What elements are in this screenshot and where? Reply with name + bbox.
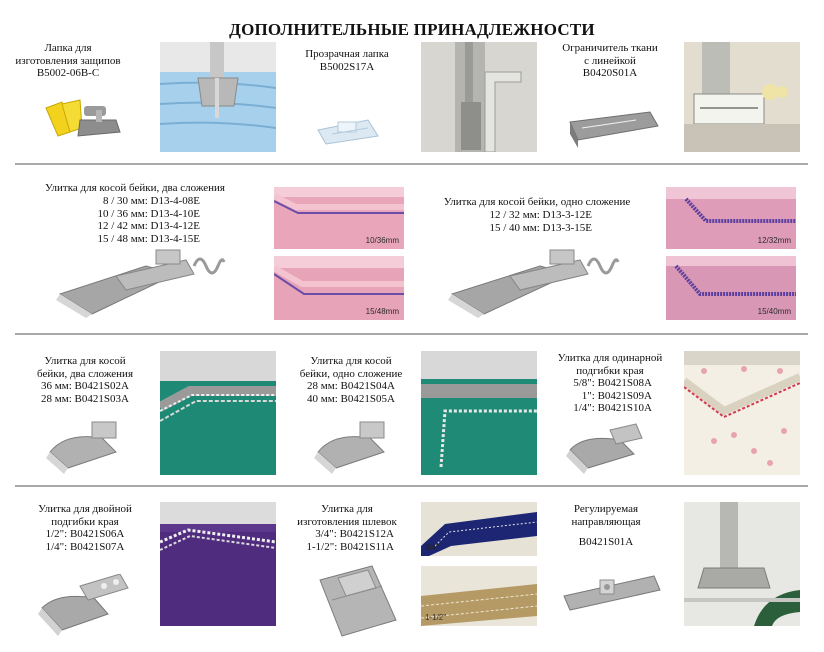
bias-single-d13-product-image: [448, 244, 622, 320]
section-divider: [15, 333, 808, 335]
bias-single-d13-codes: 12 / 32 мм: D13-3-12E 15 / 40 мм: D13-3-…: [450, 209, 592, 234]
zipper-foot-label: Лапка для изготовления защипов B5002-06B…: [8, 42, 128, 80]
belt-loop-photo-1-1-2: 1-1/2": [421, 566, 537, 626]
label-line: 15 / 48 мм: D13-4-15E: [97, 232, 200, 245]
label-line: Улитка для двойной: [38, 503, 132, 515]
label-line: Улитка для: [321, 503, 373, 515]
belt-loop-photo-3-4: 3/4": [421, 502, 537, 556]
label-line: Регулируемая: [573, 503, 639, 515]
bias-single-b0421-product-image: [314, 418, 398, 476]
label-line: 1/4": B0421S10A: [573, 402, 652, 414]
belt-loop-product-image: [312, 560, 404, 640]
bias-single-d13-photo-12-32: 12/32mm: [666, 187, 796, 249]
page-title: ДОПОЛНИТЕЛЬНЫЕ ПРИНАДЛЕЖНОСТИ: [229, 20, 595, 39]
label-line: 40 мм: B0421S05A: [307, 392, 395, 405]
label-line: 1-1/2": B0421S11A: [306, 540, 394, 553]
label-line: изготовления шлевок: [297, 515, 397, 528]
double-hem-product-image: [36, 574, 132, 638]
label-line: 28 мм: B0421S04A: [307, 380, 395, 392]
label-line: 1/4": B0421S07A: [45, 540, 125, 553]
bias-single-b0421-photo: [421, 351, 537, 475]
photo-size-tag: 3/4": [425, 543, 439, 552]
label-line: 3/4": B0421S12A: [315, 528, 394, 540]
section-divider: [15, 485, 808, 487]
fabric-guide-photo: [684, 42, 800, 152]
label-line: Улитка для одинарной: [557, 352, 663, 364]
bias-double-b0421-photo: [160, 351, 276, 475]
label-line: 8 / 30 мм: D13-4-08E: [102, 195, 200, 207]
clear-foot-label: Прозрачная лапка B5002S17A: [294, 48, 400, 73]
label-line: бейки, одно сложение: [299, 367, 403, 380]
label-line: Улитка для косой: [310, 355, 392, 367]
label-line: 1/2": B0421S06A: [45, 528, 125, 540]
photo-size-tag: 15/48mm: [365, 307, 399, 316]
bias-double-d13-codes: 8 / 30 мм: D13-4-08E 10 / 36 мм: D13-4-1…: [56, 195, 200, 245]
double-hem-label: Улитка для двойной подгибки края 1/2": B…: [26, 503, 144, 553]
label-line: Прозрачная лапка: [305, 48, 389, 60]
label-line: 15 / 40 мм: D13-3-15E: [489, 221, 592, 234]
label-line: 1": B0421S09A: [581, 389, 652, 402]
clear-foot-product-image: [312, 110, 384, 150]
label-line: 12 / 32 мм: D13-3-12E: [489, 209, 592, 221]
single-hem-label: Улитка для одинарной подгибки края 5/8":…: [548, 352, 672, 415]
bias-double-d13-title: Улитка для косой бейки, два сложения: [44, 182, 225, 194]
photo-size-tag: 10/36mm: [365, 236, 399, 245]
label-line: бейки, два сложения: [37, 367, 133, 380]
photo-size-tag: 1-1/2": [425, 613, 447, 622]
label-line: подгибки края: [576, 364, 644, 377]
label-line: B5002S17A: [319, 60, 375, 73]
adjustable-guide-label: Регулируемая направляющая B0421S01A: [556, 503, 656, 549]
zipper-foot-photo: [160, 42, 276, 152]
bias-single-b0421-label: Улитка для косой бейки, одно сложение 28…: [289, 355, 413, 405]
zipper-foot-product-image: [40, 92, 124, 146]
label-line: 12 / 42 мм: D13-4-12E: [97, 220, 200, 232]
label-line: 10 / 36 мм: D13-4-10E: [97, 207, 200, 220]
clear-foot-photo: [421, 42, 537, 152]
label-line: B0421S01A: [578, 536, 634, 548]
label-line: Ограничитель ткани: [562, 42, 658, 54]
bias-double-b0421-product-image: [46, 418, 130, 476]
label-line: Улитка для косой: [44, 355, 126, 367]
label-line: 28 мм: B0421S03A: [41, 392, 129, 405]
single-hem-photo: [684, 351, 800, 475]
bias-single-d13-photo-15-40: 15/40mm: [666, 256, 796, 320]
fabric-guide-product-image: [566, 104, 662, 154]
double-hem-photo: [160, 502, 276, 626]
label-line: 36 мм: B0421S02A: [41, 380, 129, 392]
label-line: B5002-06B-C: [36, 67, 100, 79]
label-line: подгибки края: [51, 515, 119, 528]
bias-double-d13-photo-10-36: 10/36mm: [274, 187, 404, 249]
fabric-guide-label: Ограничитель ткани с линейкой B0420S01A: [556, 42, 664, 80]
belt-loop-label: Улитка для изготовления шлевок 3/4": B04…: [282, 503, 412, 553]
label-line: направляющая: [571, 515, 641, 528]
adjustable-guide-product-image: [560, 570, 664, 618]
photo-size-tag: 12/32mm: [757, 236, 791, 245]
label-line: изготовления защипов: [15, 54, 121, 67]
photo-size-tag: 15/40mm: [757, 307, 791, 316]
section-divider: [15, 163, 808, 165]
bias-double-b0421-label: Улитка для косой бейки, два сложения 36 …: [26, 355, 144, 405]
single-hem-product-image: [566, 420, 652, 476]
bias-single-d13-title: Улитка для косой бейки, одно сложение: [443, 196, 631, 208]
adjustable-guide-photo: [684, 502, 800, 626]
bias-double-d13-photo-15-48: 15/48mm: [274, 256, 404, 320]
bias-double-d13-product-image: [56, 244, 228, 320]
label-line: с линейкой: [584, 54, 636, 67]
label-line: 5/8": B0421S08A: [573, 377, 652, 389]
label-line: B0420S01A: [582, 67, 638, 79]
label-line: Лапка для: [44, 42, 92, 54]
